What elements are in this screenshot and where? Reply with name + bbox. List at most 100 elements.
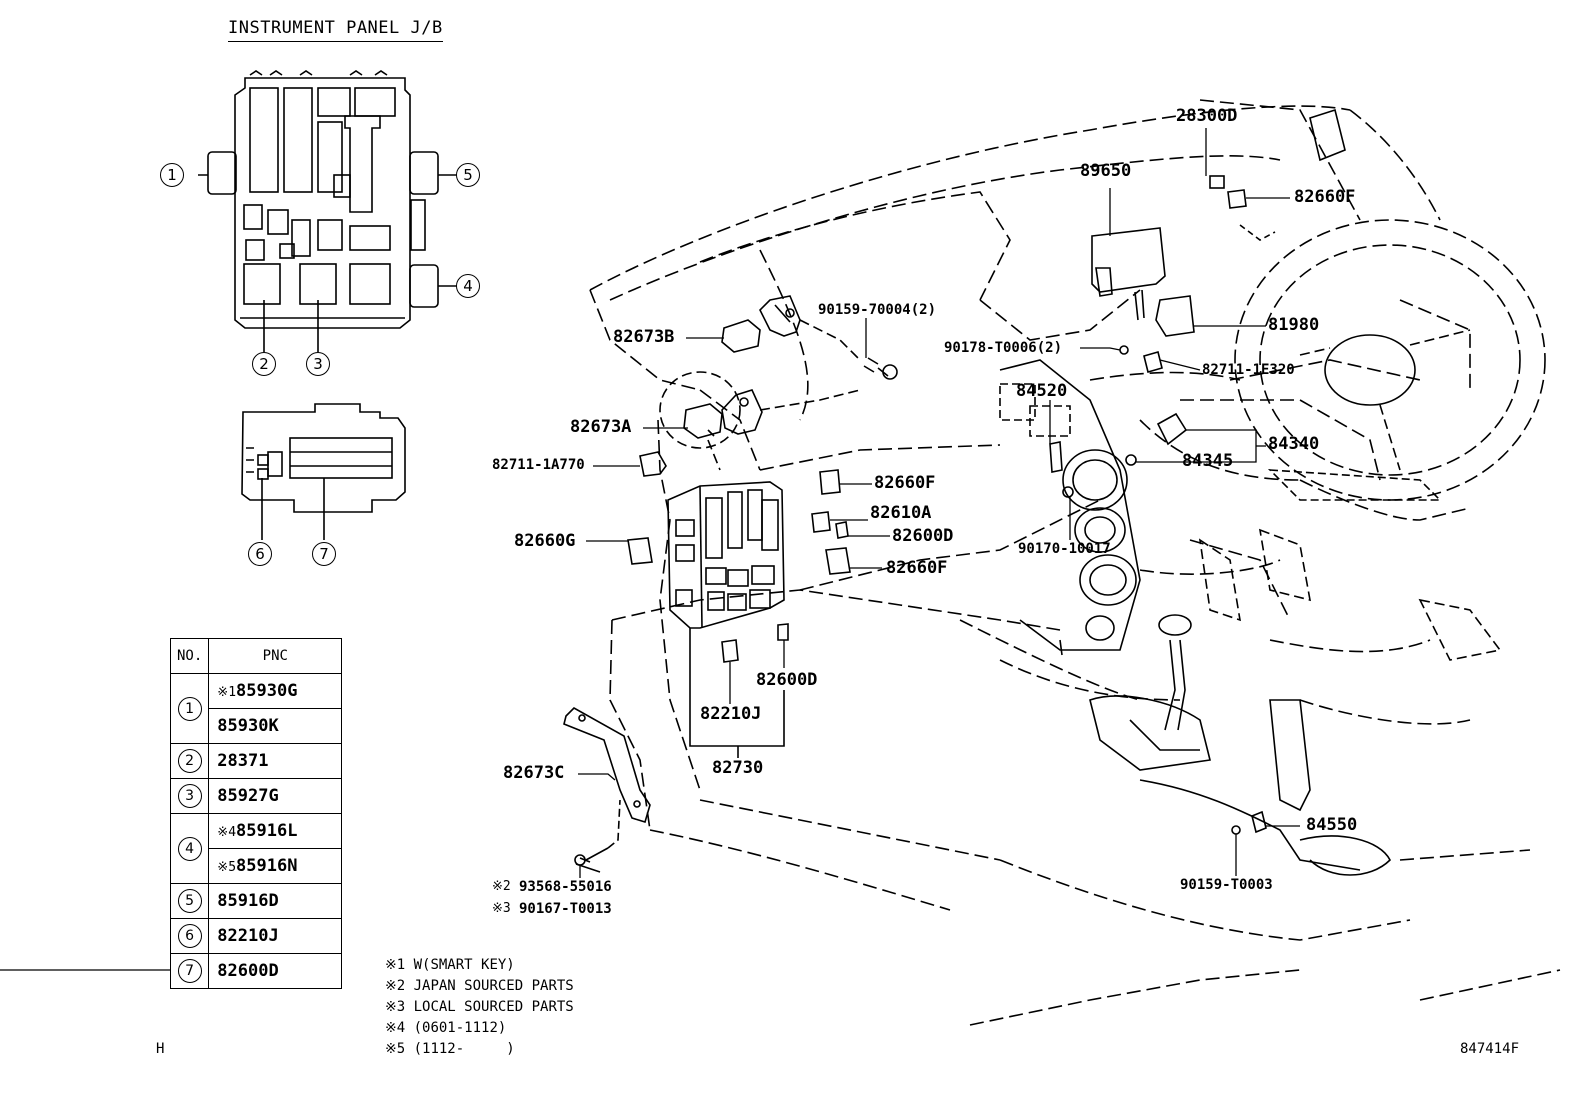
bracket-82673c xyxy=(563,707,651,873)
callout-7: 7 xyxy=(312,542,336,566)
callout-2: 2 xyxy=(252,352,276,376)
pnc-cell: 28371 xyxy=(208,743,343,779)
junction-block-top-view xyxy=(198,70,458,352)
pnc-value: 85930K xyxy=(217,716,279,736)
table-row: 2 28371 xyxy=(169,743,343,779)
table-row: 85930K xyxy=(171,708,343,744)
pnc-cell: ※485916L xyxy=(208,813,343,849)
part-label: 90170-10017 xyxy=(1018,541,1111,557)
part-label: 82673C xyxy=(503,763,565,783)
pnc-value: 85930G xyxy=(236,681,298,701)
table-row: 6 82210J xyxy=(169,918,343,954)
row-number-cell: 7 xyxy=(169,953,210,989)
pnc-cell: 85927G xyxy=(208,778,343,814)
diagram-title: INSTRUMENT PANEL J/B xyxy=(228,18,443,42)
row-number-cell: 2 xyxy=(169,743,210,779)
part-label: 82210J xyxy=(700,704,762,724)
pnc-value: 82600D xyxy=(217,961,279,981)
leader-lines xyxy=(0,128,1300,971)
row-number-cell: 4 xyxy=(169,813,210,884)
pnc-table: NO. PNC 1 ※185930G 85930K 2 28371 3 8592… xyxy=(169,638,343,989)
part-label: 90167-T0013 xyxy=(519,901,612,917)
row-number: 1 xyxy=(177,696,202,721)
clamp-82673a xyxy=(683,389,763,439)
row-number-cell: 6 xyxy=(169,918,210,954)
part-label: 82600D xyxy=(756,670,818,690)
part-label: 82660G xyxy=(514,531,576,551)
footnotes: ※1 W(SMART KEY) ※2 JAPAN SOURCED PARTS ※… xyxy=(385,955,574,1060)
pnc-value: 85916L xyxy=(236,821,298,841)
column-header-no: NO. xyxy=(169,638,210,674)
table-header-row: NO. PNC xyxy=(169,638,343,674)
junction-block-assembly xyxy=(667,481,785,758)
shift-console xyxy=(1089,614,1391,876)
row-number: 7 xyxy=(177,959,202,983)
pnc-value: 85916D xyxy=(217,891,279,911)
part-label: 82600D xyxy=(892,526,954,546)
part-label: 28300D xyxy=(1176,106,1238,126)
row-number: 4 xyxy=(177,836,202,861)
note-mark: ※5 xyxy=(217,860,237,875)
part-label: 81980 xyxy=(1268,315,1320,335)
callout-4: 4 xyxy=(456,274,480,298)
part-label: 82673A xyxy=(570,417,632,437)
part-label: 82730 xyxy=(712,758,764,778)
pnc-value: 82210J xyxy=(217,926,279,946)
callout-3: 3 xyxy=(306,352,330,376)
part-label: 82660F xyxy=(1294,187,1356,207)
connectors xyxy=(627,175,1276,835)
part-label: 90159-70004(2) xyxy=(818,302,937,318)
note-mark-2: ※2 xyxy=(492,879,511,894)
part-label: 82660F xyxy=(874,473,936,493)
table-row: 3 85927G xyxy=(169,778,343,814)
callout-5: 5 xyxy=(456,163,480,187)
clamp-82673b xyxy=(721,295,801,353)
part-label: 82711-1A770 xyxy=(492,457,585,473)
part-label: 84340 xyxy=(1268,434,1320,454)
pnc-cell: 82210J xyxy=(208,918,343,954)
footnote: ※1 W(SMART KEY) xyxy=(385,957,515,973)
callout-1: 1 xyxy=(160,163,184,187)
table-row: 4 ※485916L xyxy=(169,813,343,884)
part-label: 84550 xyxy=(1306,815,1358,835)
table-row: 7 82600D xyxy=(169,953,343,989)
pnc-cell: 85930K xyxy=(208,708,343,744)
table-row: ※585916N xyxy=(171,848,343,884)
note-mark-3: ※3 xyxy=(492,901,511,916)
row-number-cell: 5 xyxy=(169,883,210,919)
dashboard-outline xyxy=(589,99,1561,1026)
callout-6: 6 xyxy=(248,542,272,566)
part-label: 93568-55016 xyxy=(519,879,612,895)
footnote: ※4 (0601-1112) xyxy=(385,1020,507,1036)
row-number: 3 xyxy=(177,784,202,808)
note-mark: ※4 xyxy=(217,825,237,840)
figure-code: 847414F xyxy=(1460,1041,1520,1057)
page-code: H xyxy=(156,1041,165,1057)
footnote: ※5 (1112- ) xyxy=(385,1041,515,1057)
note-mark: ※1 xyxy=(217,685,237,700)
part-label: 82660F xyxy=(886,558,948,578)
row-number: 6 xyxy=(177,924,202,948)
junction-block-side-view xyxy=(241,403,406,540)
pnc-value: 85927G xyxy=(217,786,279,806)
steering-wheel xyxy=(1234,108,1546,501)
row-number: 2 xyxy=(177,749,202,773)
part-label: 84520 xyxy=(1016,381,1068,401)
row-number: 5 xyxy=(177,889,202,913)
pnc-cell: 85916D xyxy=(208,883,343,919)
part-label: 90159-T0003 xyxy=(1180,877,1273,893)
pnc-cell: ※185930G xyxy=(208,673,343,709)
pnc-cell: 82600D xyxy=(208,953,343,989)
part-label: 90178-T0006(2) xyxy=(944,340,1063,356)
part-label: 89650 xyxy=(1080,161,1132,181)
table-row: 5 85916D xyxy=(169,883,343,919)
row-number-cell: 3 xyxy=(169,778,210,814)
column-header-pnc: PNC xyxy=(208,638,343,674)
footnote: ※3 LOCAL SOURCED PARTS xyxy=(385,999,574,1015)
part-label: 82673B xyxy=(613,327,675,347)
table-row: 1 ※185930G xyxy=(169,673,343,744)
part-label: 84345 xyxy=(1182,451,1234,471)
part-label: 82610A xyxy=(870,503,932,523)
